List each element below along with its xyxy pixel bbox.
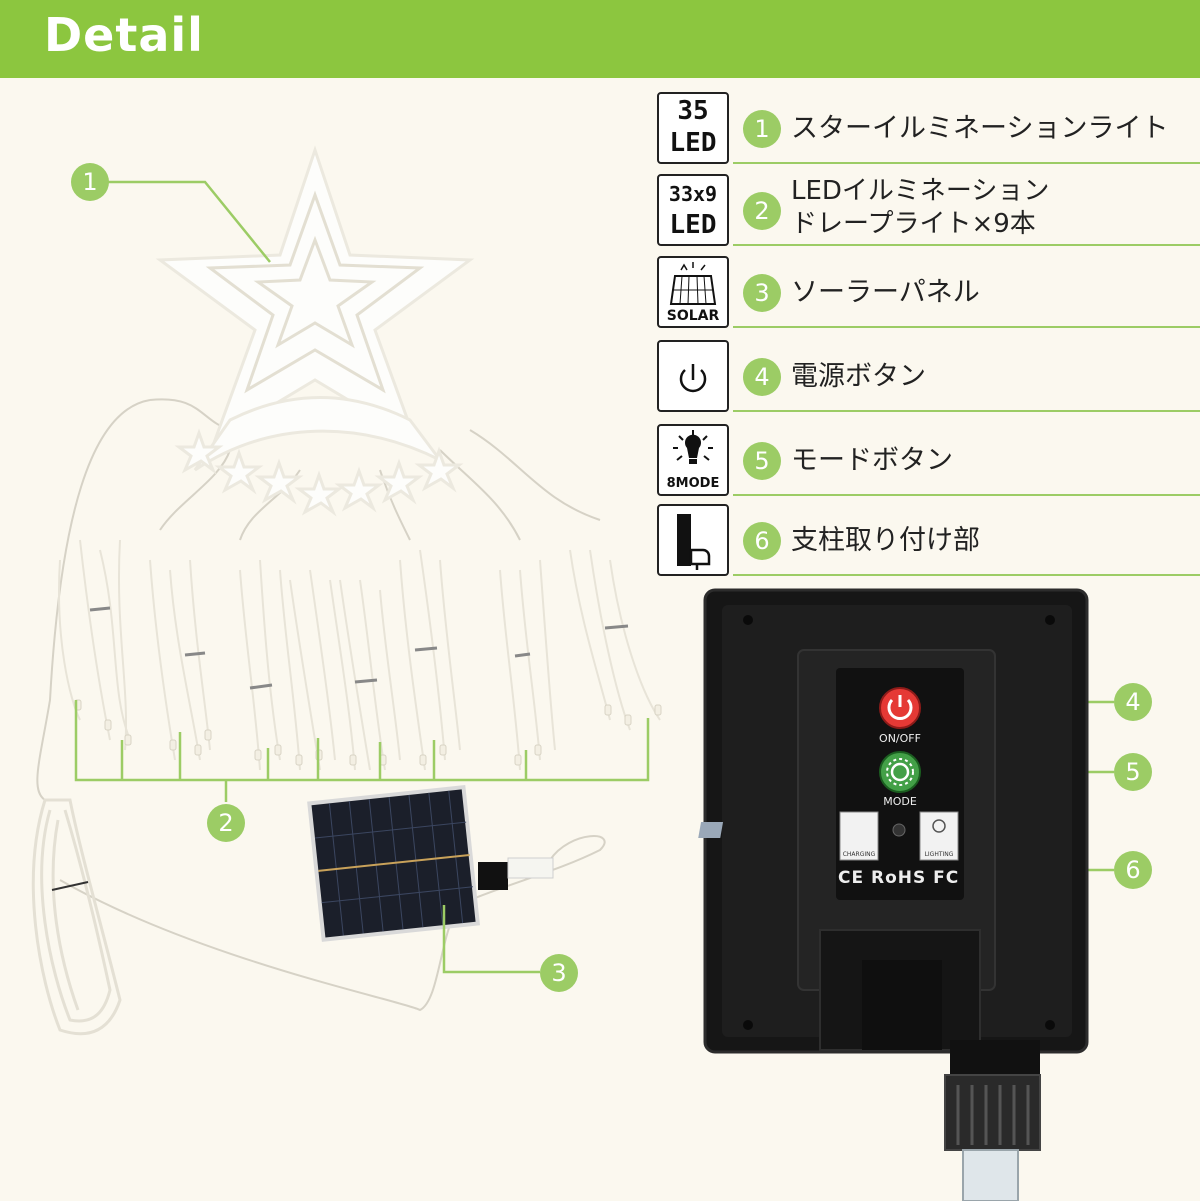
feature-text: スターイルミネーションライト	[791, 113, 1169, 144]
callout-drapes: 2	[207, 804, 245, 842]
feature-pole-mount: 6 支柱取り付け部	[657, 504, 1200, 580]
callout-mount: 6	[1114, 851, 1152, 889]
feature-text: 電源ボタン	[791, 361, 926, 392]
feature-text: LEDイルミネーション ドレープライト×9本	[791, 175, 1049, 241]
lighting-label: LIGHTING	[924, 851, 954, 858]
icon-label: 8MODE	[666, 476, 720, 491]
feature-underline	[733, 326, 1200, 328]
feature-number: 2	[743, 192, 781, 230]
feature-text: 支柱取り付け部	[791, 525, 980, 556]
mode-button-label: MODE	[883, 795, 917, 808]
feature-text-line: ドレープライト×9本	[791, 209, 1036, 239]
pole-mount-glyph	[677, 514, 711, 570]
solar-panel-icon: SOLAR	[657, 256, 729, 328]
callout-star: 1	[71, 163, 109, 201]
callout-power: 4	[1114, 683, 1152, 721]
coiled-cable	[31, 798, 122, 1036]
power-button-label: ON/OFF	[879, 732, 921, 745]
wire	[36, 398, 606, 1012]
icon-led: LED	[669, 128, 717, 158]
icon-label: SOLAR	[666, 308, 720, 324]
feature-text-line: LEDイルミネーション	[791, 176, 1050, 206]
feature-underline	[733, 574, 1200, 576]
icon-count: 33x9	[668, 182, 718, 206]
feature-underline	[733, 162, 1200, 164]
certification-marks: CE RoHS FC	[838, 868, 960, 888]
callout-solar: 3	[540, 954, 578, 992]
feature-mode-button: 8MODE 5 モードボタン	[657, 424, 1200, 500]
feature-number: 4	[743, 358, 781, 396]
bulb-mode-icon: 8MODE	[657, 424, 729, 496]
led-bulbs	[74, 699, 662, 766]
control-box	[698, 588, 1089, 1201]
led-33x9-icon: 33x9 LED	[657, 174, 729, 246]
led-35-icon: 35 LED	[657, 92, 729, 164]
bulb-glyph	[673, 430, 713, 464]
star-light	[155, 145, 475, 517]
page-title: Detail	[44, 8, 204, 62]
feature-number: 6	[743, 522, 781, 560]
feature-number: 3	[743, 274, 781, 312]
feature-drape-lights: 33x9 LED 2 LEDイルミネーション ドレープライト×9本	[657, 174, 1200, 250]
solar-panel	[307, 785, 554, 942]
icon-led: LED	[669, 210, 717, 240]
feature-text: モードボタン	[791, 445, 953, 476]
header-bar: Detail	[0, 0, 1200, 78]
feature-text: ソーラーパネル	[791, 277, 980, 308]
feature-number: 1	[743, 110, 781, 148]
pole-mount-icon	[657, 504, 729, 576]
feature-power-button: 4 電源ボタン	[657, 340, 1200, 416]
feature-underline	[733, 494, 1200, 496]
feature-underline	[733, 244, 1200, 246]
feature-star-light: 35 LED 1 スターイルミネーションライト	[657, 92, 1200, 168]
callout-mode: 5	[1114, 753, 1152, 791]
star-inner	[205, 190, 425, 394]
solar-panel-glyph	[669, 262, 717, 305]
icon-count: 35	[677, 96, 709, 126]
feature-solar-panel: SOLAR 3 ソーラーパネル	[657, 256, 1200, 332]
power-icon	[657, 340, 729, 412]
led-drapes	[58, 539, 661, 771]
power-glyph	[679, 364, 707, 393]
charging-label: CHARGING	[842, 851, 876, 858]
feature-number: 5	[743, 442, 781, 480]
drape-clips	[89, 606, 629, 690]
feature-underline	[733, 410, 1200, 412]
